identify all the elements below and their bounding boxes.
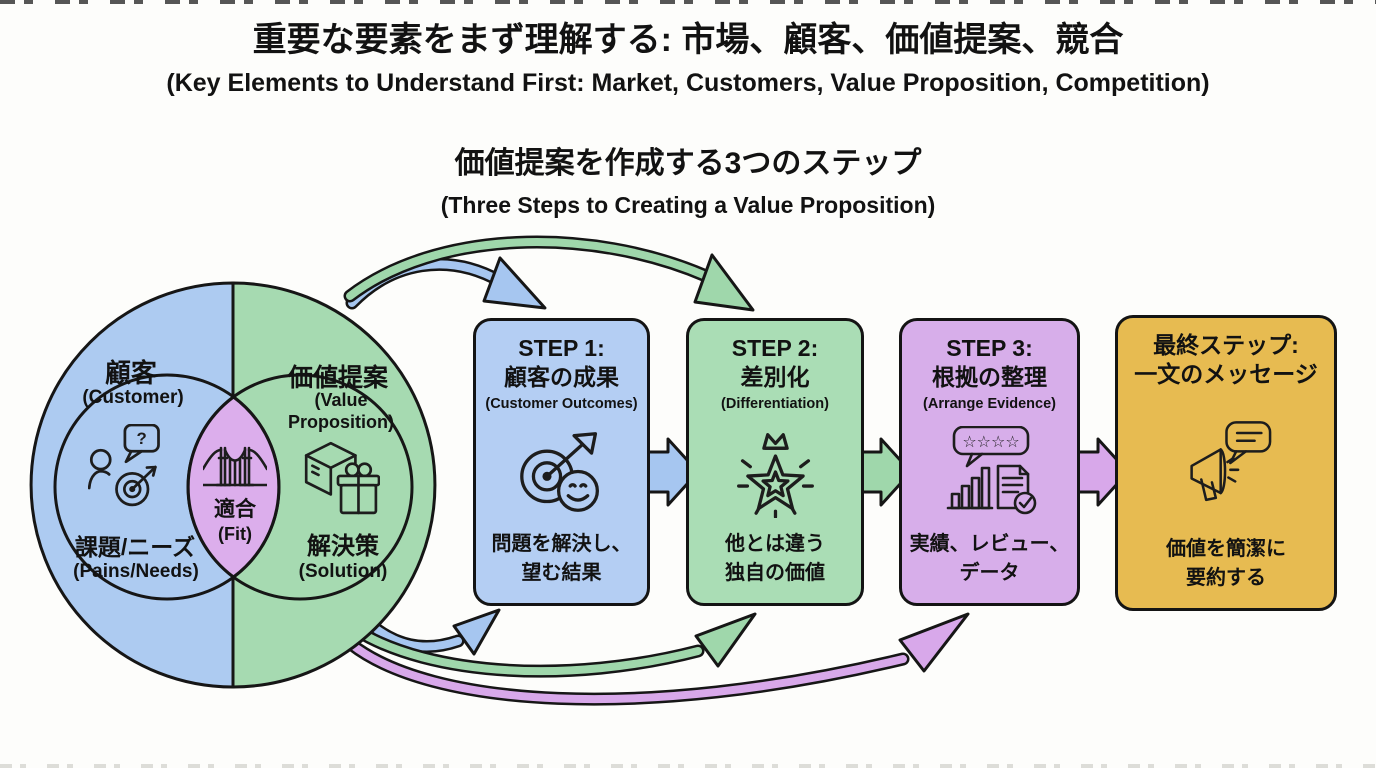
step3-box: STEP 3: 根拠の整理 (Arrange Evidence) xyxy=(899,318,1080,606)
venn-pains-label-en: (Pains/Needs) xyxy=(73,561,199,582)
step1-box: STEP 1: 顧客の成果 (Customer Outcomes) 問題を解決し… xyxy=(473,318,650,606)
package-gift-icon xyxy=(304,441,380,515)
step2-title: STEP 2: xyxy=(731,335,819,361)
step2-subtitle-en: (Differentiation) xyxy=(721,395,829,412)
venn-solution-label-en: (Solution) xyxy=(298,561,388,582)
venn-solution-label-jp: 解決策 xyxy=(307,533,379,560)
final-title: 最終ステップ: xyxy=(1153,332,1299,358)
target-arrow-smiley-icon xyxy=(519,431,599,512)
main-title-jp: 重要な要素をまず理解する: 市場、顧客、価値提案、競合 xyxy=(252,21,1124,59)
bridge-icon xyxy=(203,446,267,487)
step3-subtitle-en: (Arrange Evidence) xyxy=(923,395,1056,412)
bottom-arrow-venn-to-step3 xyxy=(344,612,970,706)
customer-question-target-icon: ? xyxy=(88,424,160,507)
step2-subtitle-jp: 差別化 xyxy=(740,364,810,391)
step3-subtitle-jp: 根拠の整理 xyxy=(932,364,1047,391)
venn-fit-lens xyxy=(186,395,281,579)
final-desc-line1: 価値を簡潔に xyxy=(1166,538,1286,560)
step1-title: STEP 1: xyxy=(518,335,605,361)
cut-off-text-top-artifact xyxy=(0,0,1376,4)
main-title-en: (Key Elements to Understand First: Marke… xyxy=(166,69,1210,97)
crowned-star-icon xyxy=(737,432,814,518)
rating-stars-glyphs: ☆☆☆☆ xyxy=(962,434,1019,451)
venn-outer-left-half xyxy=(29,281,235,689)
cut-off-text-bottom-artifact xyxy=(0,764,1376,768)
step1-subtitle-en: (Customer Outcomes) xyxy=(485,395,638,412)
section-title-en: (Three Steps to Creating a Value Proposi… xyxy=(440,192,936,218)
final-subtitle-jp: 一文のメッセージ xyxy=(1134,361,1318,388)
step1-subtitle-jp: 顧客の成果 xyxy=(504,364,619,391)
bottom-arrow-venn-to-step2 xyxy=(349,612,757,678)
venn-customer-label-jp: 顧客 xyxy=(104,358,158,388)
venn-pains-label-jp: 課題/ニーズ xyxy=(74,534,196,560)
step1-desc-line1: 問題を解決し、 xyxy=(491,533,632,555)
step2-desc-line2: 独自の価値 xyxy=(725,562,825,584)
venn-outer-right-half xyxy=(231,281,437,689)
megaphone-speech-icon xyxy=(1190,421,1272,502)
venn-customer-label-en: (Customer) xyxy=(82,387,184,408)
step2-desc-line1: 他とは違う xyxy=(725,533,825,555)
final-desc-line2: 要約する xyxy=(1186,567,1266,589)
question-mark-glyph: ? xyxy=(137,429,147,448)
section-title-jp: 価値提案を作成する3つのステップ xyxy=(454,147,922,180)
step3-title: STEP 3: xyxy=(946,335,1033,361)
venn-fit-label-jp: 適合 xyxy=(214,498,256,521)
step1-desc-line2: 望む結果 xyxy=(521,562,602,584)
step3-desc-line2: データ xyxy=(959,562,1020,584)
final-step-box: 最終ステップ: 一文のメッセージ 価値を簡潔に 要約する xyxy=(1115,315,1337,611)
step3-desc-line1: 実績、レビュー、 xyxy=(909,533,1070,555)
venn-value-label-jp: 価値提案 xyxy=(287,364,389,392)
venn-diagram xyxy=(29,281,437,689)
review-stars-chart-document-icon: ☆☆☆☆ xyxy=(946,425,1036,514)
venn-fit-label-en: (Fit) xyxy=(218,524,252,544)
step2-box: STEP 2: 差別化 (Differentiation) 他とは違う 独自の価… xyxy=(686,318,864,606)
venn-value-label-en: (Value Proposition) xyxy=(288,390,394,432)
top-arrow-venn-to-step2 xyxy=(343,235,755,312)
